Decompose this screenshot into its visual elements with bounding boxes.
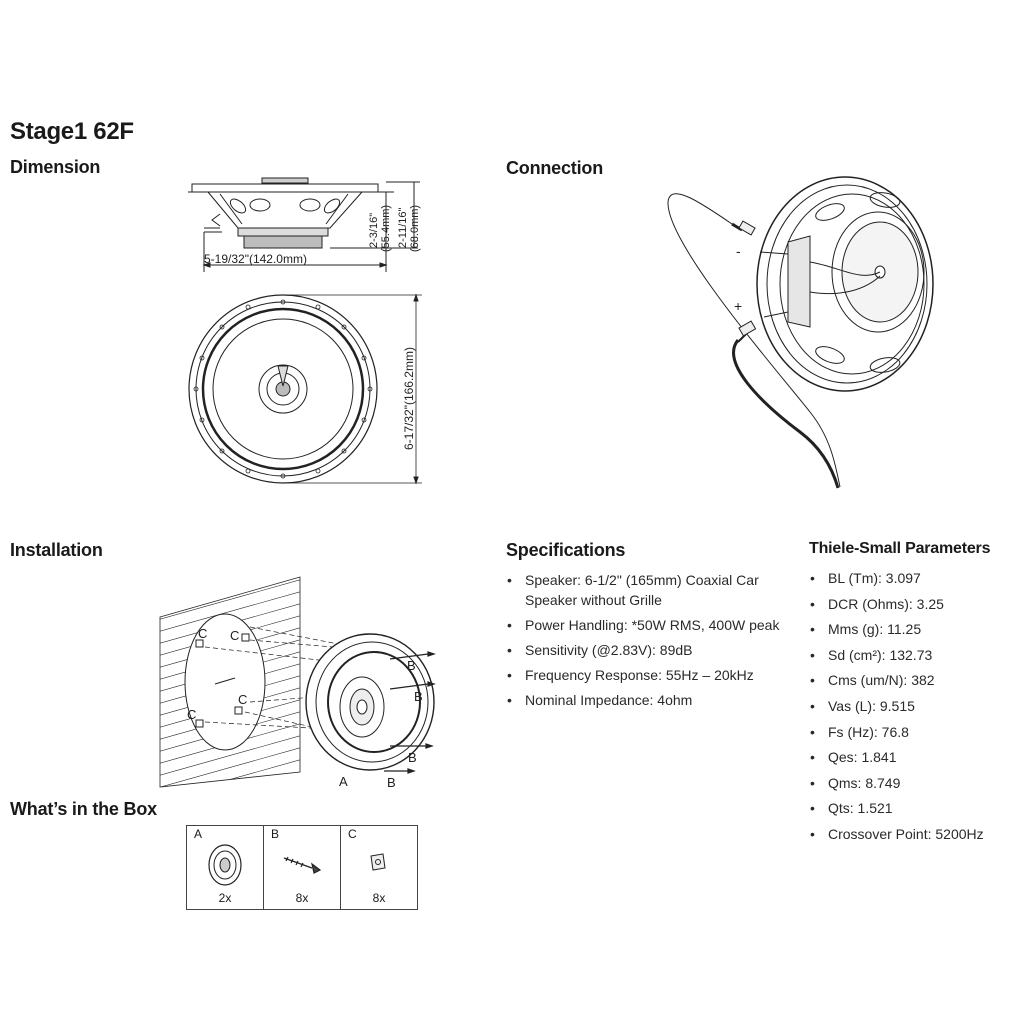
ts-item: Sd (cm²): 132.73 [809,645,1019,665]
thiele-small-list: BL (Tm): 3.097 DCR (Ohms): 3.25 Mms (g):… [809,568,1019,850]
connection-drawing: - + [667,176,934,489]
ts-item: BL (Tm): 3.097 [809,568,1019,588]
dimension-heading: Dimension [10,157,101,177]
thiele-small-heading: Thiele-Small Parameters [809,540,991,557]
speaker-icon [208,844,242,886]
spec-item: Speaker: 6-1/2" (165mm) Coaxial Car Spea… [506,570,791,610]
install-label-c-4: C [238,692,247,707]
box-item-qty: 2x [218,891,232,905]
install-label-c-1: C [198,626,207,641]
install-label-c-3: C [187,707,196,722]
screw-icon [283,856,322,874]
ts-item: Cms (um/N): 382 [809,670,1019,690]
total-depth-mm-label: (68.0mm) [409,205,421,252]
side-view-drawing: 5-19/32"(142.0mm) 2-3/16" (55.4mm) 2-11/… [188,177,421,272]
specifications-heading: Specifications [506,540,626,560]
box-item-b: B 8x [264,826,341,909]
box-item-a: A 2x [187,826,264,909]
mount-depth-in-label: 2-3/16" [368,213,380,248]
install-label-c-2: C [230,628,239,643]
ts-item: DCR (Ohms): 3.25 [809,594,1019,614]
total-depth-in-label: 2-11/16" [397,208,409,248]
spec-item: Frequency Response: 55Hz – 20kHz [506,665,791,685]
install-label-b-3: B [408,750,417,765]
negative-terminal-label: - [736,243,741,259]
clip-icon [370,853,386,871]
installation-heading: Installation [10,540,103,560]
box-item-qty: 8x [295,891,309,905]
ts-item: Mms (g): 11.25 [809,619,1019,639]
ts-item: Vas (L): 9.515 [809,696,1019,716]
ts-item: Crossover Point: 5200Hz [809,824,1019,844]
specifications-list: Speaker: 6-1/2" (165mm) Coaxial Car Spea… [506,570,791,715]
spec-item: Sensitivity (@2.83V): 89dB [506,640,791,660]
installation-drawing: C C C C B B B B A [159,576,436,790]
install-label-b-1: B [407,658,416,673]
box-item-label: C [348,827,357,841]
ts-item: Fs (Hz): 76.8 [809,722,1019,742]
box-item-label: A [194,827,203,841]
ts-item: Qts: 1.521 [809,798,1019,818]
install-label-a: A [339,774,348,789]
connection-heading: Connection [506,158,603,178]
page-title: Stage1 62F [10,118,134,145]
mount-depth-mm-label: (55.4mm) [380,205,392,252]
box-item-label: B [271,827,280,841]
diameter-dimension-label: 6-17/32"(166.2mm) [402,347,416,450]
ts-item: Qms: 8.749 [809,773,1019,793]
box-item-c: C 8x [341,826,417,909]
ts-item: Qes: 1.841 [809,747,1019,767]
front-view-drawing: 6-17/32"(166.2mm) [188,293,422,485]
install-label-b-4: B [387,775,396,790]
spec-item: Nominal Impedance: 4ohm [506,690,791,710]
whats-in-box-heading: What’s in the Box [10,799,157,819]
whats-in-box-table: A 2x B 8x C 8x [186,825,418,910]
box-item-qty: 8x [372,891,386,905]
width-dimension-label: 5-19/32"(142.0mm) [204,252,307,266]
spec-item: Power Handling: *50W RMS, 400W peak [506,615,791,635]
positive-terminal-label: + [734,298,742,314]
install-label-b-2: B [414,689,423,704]
